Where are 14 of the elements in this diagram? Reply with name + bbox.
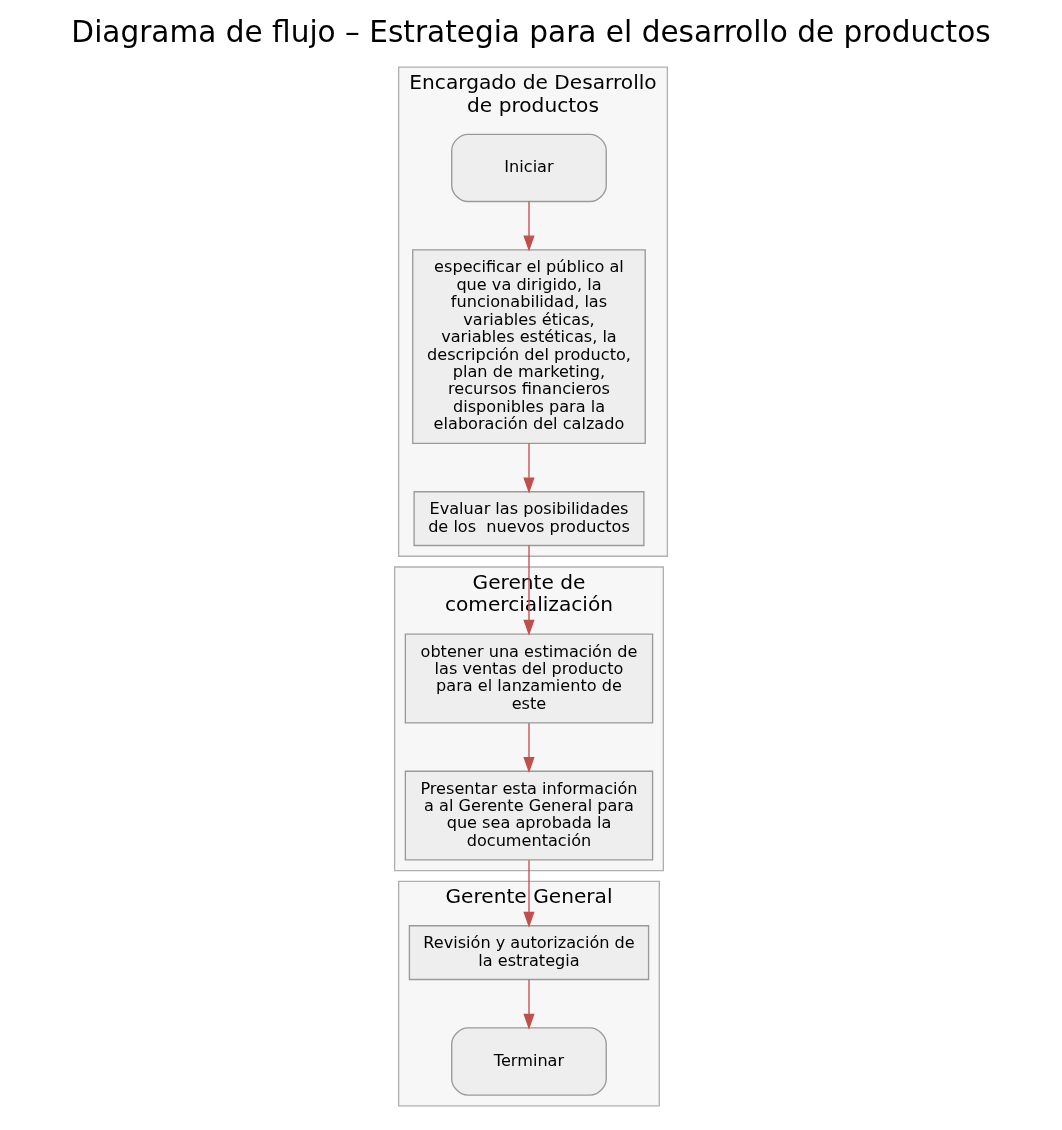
node-box: Evaluar las posibilidades de los nuevos productos (413, 491, 645, 547)
node-box: Presentar esta información a al Gerente General para que sea aprobada la documentación (404, 770, 654, 861)
node-box: Iniciar (451, 133, 607, 203)
arrow (523, 544, 535, 636)
arrow (523, 979, 535, 1030)
arrow (523, 200, 535, 252)
node-box: obtener una estimación de las ventas del producto para el lanzamiento de este (404, 633, 654, 724)
diagram-title: Diagrama de flujo – Estrategia para el desarrollo de productos (71, 15, 991, 50)
node-box: Terminar (451, 1027, 607, 1096)
arrow (523, 859, 535, 928)
arrow (523, 442, 535, 494)
arrow (523, 722, 535, 774)
node-box: especificar el público al que va dirigido, la funcionabilidad, las variables éticas, variables estéticas, la descripción del producto, plan de marketing, recursos financieros disponibles para la elaboración del calzado (412, 249, 646, 445)
node-box: Revisión y autorización de la estrategia (408, 925, 650, 981)
